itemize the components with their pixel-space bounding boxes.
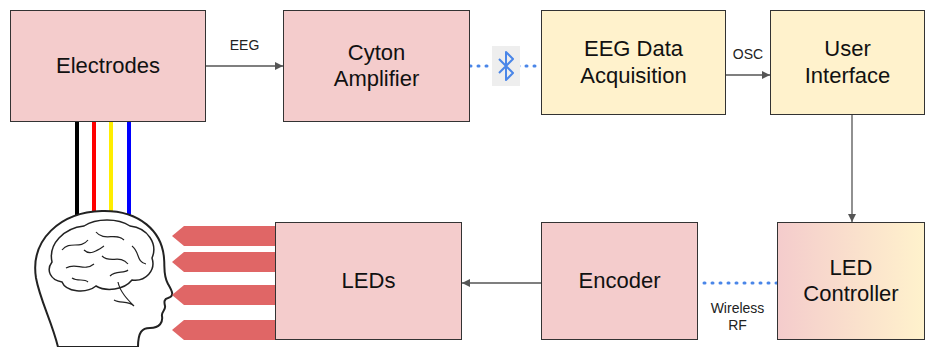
signal-arrow (726, 74, 770, 75)
signal-arrow (851, 115, 852, 222)
hardware-box: LEDs (275, 222, 462, 340)
software-box: User Interface (770, 10, 925, 115)
node-label: LED Controller (791, 255, 911, 308)
hardware-box: Cyton Amplifier (283, 10, 470, 122)
node-label: Electrodes (56, 53, 160, 79)
brain-outline (49, 220, 154, 291)
electrode-wire (92, 122, 96, 214)
electrode-wire (75, 122, 79, 218)
node-label: Cyton Amplifier (312, 40, 442, 93)
node-label: User Interface (790, 36, 905, 89)
electrode-wire (127, 122, 131, 216)
light-ray (172, 226, 275, 246)
edge-label: EEG (227, 37, 263, 55)
signal-arrow (462, 282, 541, 283)
bluetooth-symbol (499, 52, 513, 80)
hybrid-box: LED Controller (777, 222, 925, 340)
light-ray (172, 320, 275, 340)
brain-stem (114, 282, 134, 306)
node-label: LEDs (342, 268, 396, 294)
edge-label: OSC (730, 46, 766, 64)
light-ray (172, 252, 275, 272)
head-outline (35, 211, 172, 347)
software-box: EEG Data Acquisition (541, 10, 726, 115)
brain-folds (62, 232, 146, 282)
node-label: EEG Data Acquisition (559, 36, 709, 89)
electrode-wire (109, 122, 113, 213)
node-label: Encoder (579, 268, 661, 294)
hardware-box: Encoder (541, 222, 698, 340)
hardware-box: Electrodes (10, 10, 206, 122)
wireless-link (698, 282, 777, 285)
edge-label: Wireless RF (704, 300, 772, 335)
signal-arrow (206, 65, 283, 66)
bluetooth-badge (492, 46, 520, 86)
light-ray (172, 285, 275, 305)
